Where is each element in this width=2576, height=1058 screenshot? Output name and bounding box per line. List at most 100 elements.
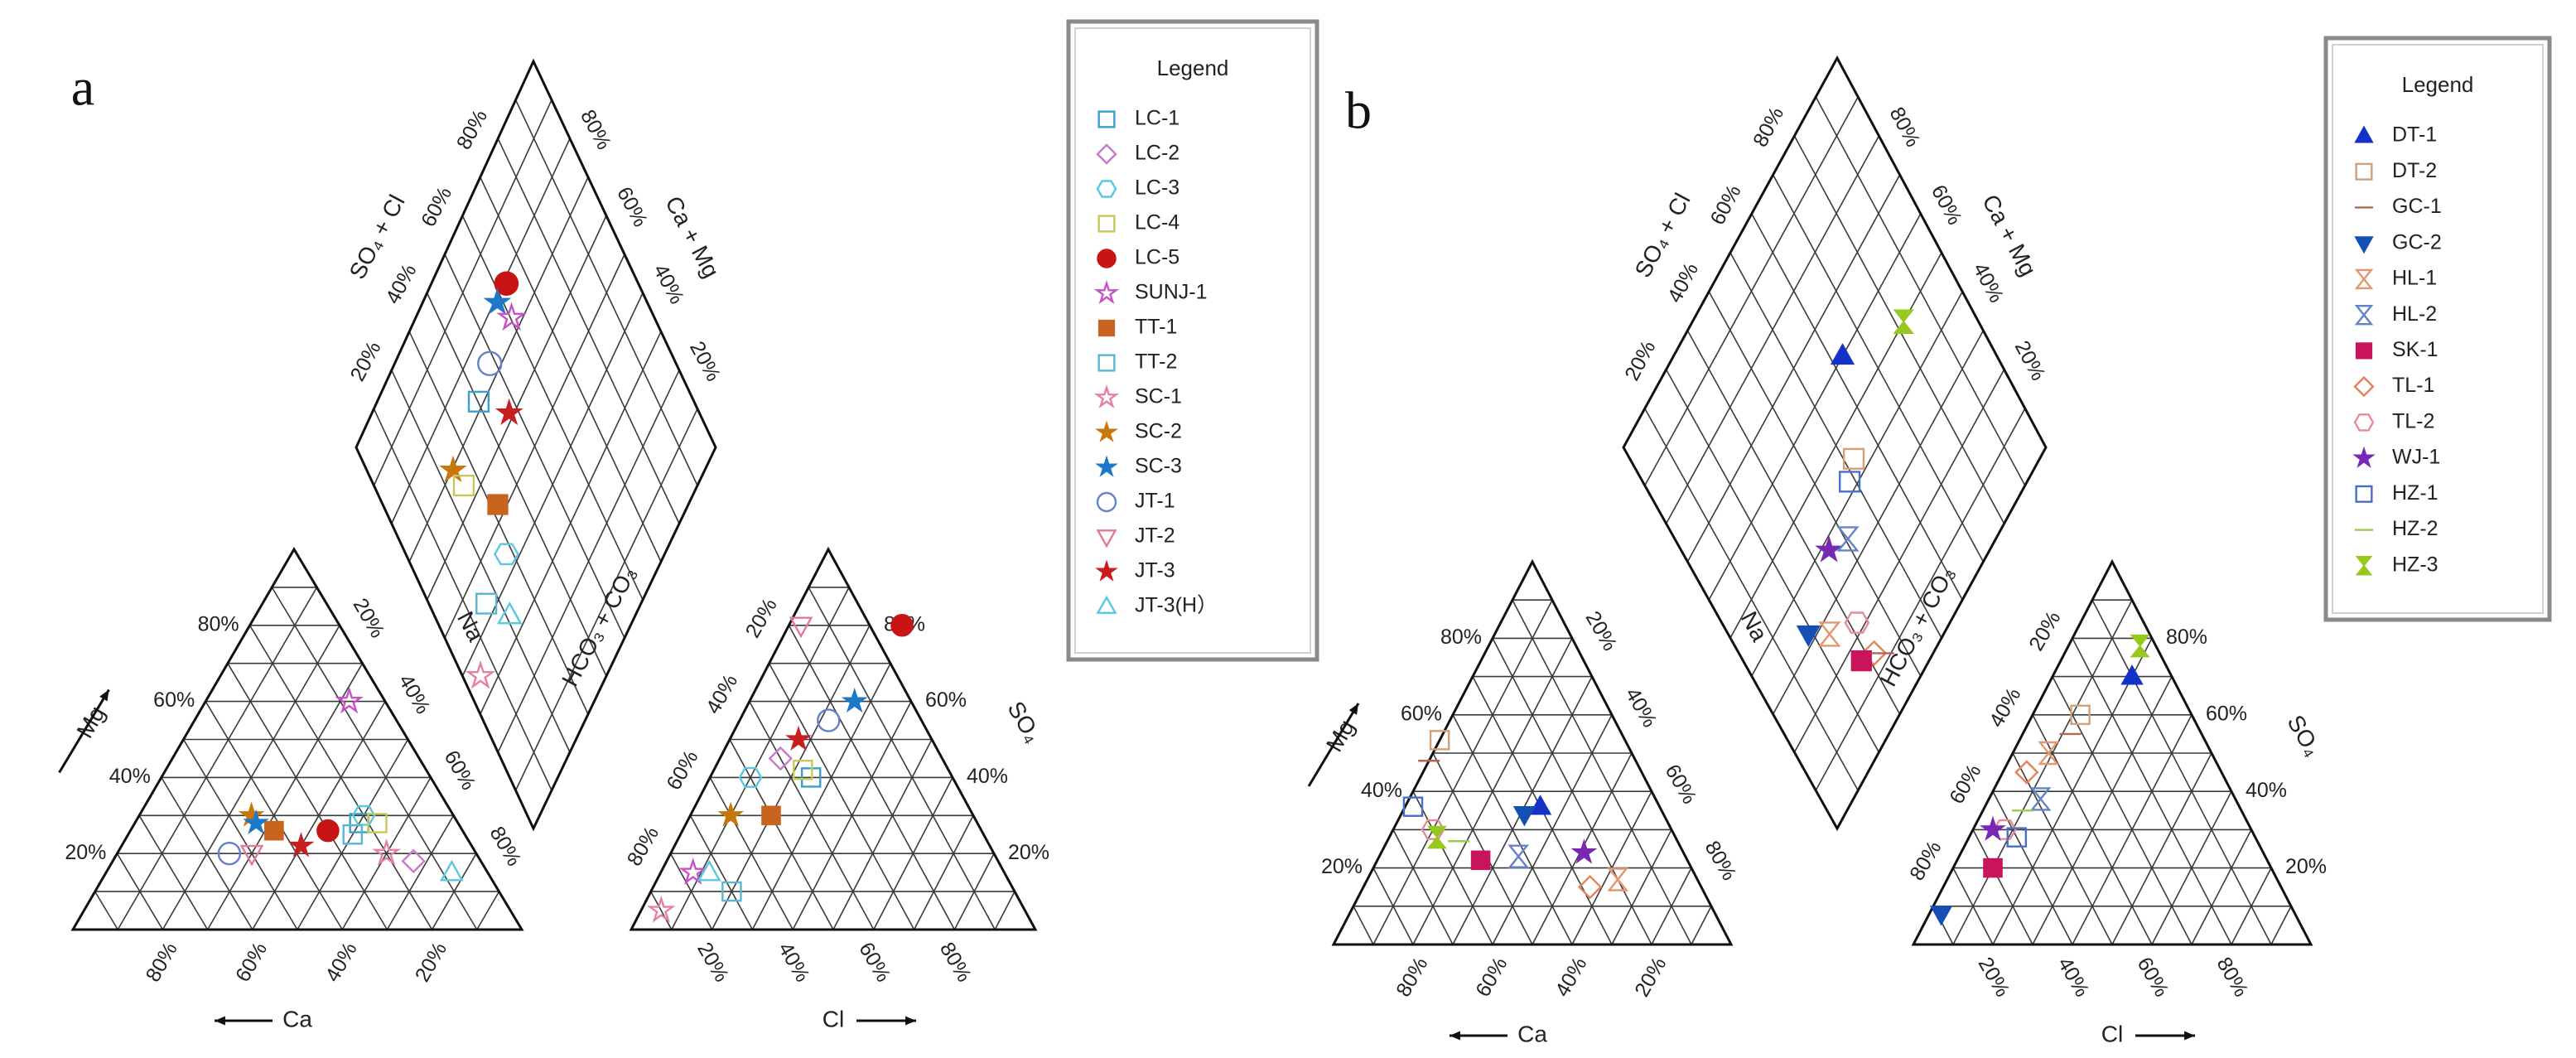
tick-label: 60% bbox=[231, 939, 272, 986]
legend-marker-TL-2 bbox=[2353, 413, 2375, 432]
legend-marker-HZ-1 bbox=[2355, 485, 2373, 503]
data-point-WJ-1 bbox=[1815, 535, 1844, 563]
data-point-HL-1 bbox=[1607, 867, 1629, 891]
diamond-field bbox=[355, 58, 717, 832]
data-point-LC-5 bbox=[494, 271, 519, 296]
tick-label: 40% bbox=[109, 765, 151, 788]
data-point-TT-1 bbox=[487, 494, 509, 515]
piper-panel-a: a20%20%20%20%20%20%20%20%40%40%40%40%40%… bbox=[58, 19, 1319, 1031]
tick-label: 80% bbox=[2166, 626, 2207, 649]
grid-line bbox=[227, 663, 388, 930]
data-point-JT-1 bbox=[477, 350, 503, 376]
grid-line bbox=[1353, 906, 1374, 945]
legend-label: GC-2 bbox=[2392, 230, 2442, 254]
grid-line bbox=[297, 739, 409, 930]
grid-line bbox=[426, 215, 607, 601]
data-point-HZ-3 bbox=[2130, 634, 2150, 658]
tick-label: 40% bbox=[1968, 259, 2008, 307]
grid-line bbox=[386, 814, 455, 930]
data-point-DT-2 bbox=[1842, 447, 1865, 470]
triangle-outline bbox=[70, 547, 524, 931]
legend-marker-WJ-1 bbox=[2352, 446, 2376, 468]
data-point-SC-3 bbox=[841, 687, 868, 713]
grid-line bbox=[913, 814, 974, 930]
tick-label: 40% bbox=[649, 260, 688, 307]
grid-line bbox=[497, 138, 680, 524]
legend-marker-LC-2 bbox=[1096, 143, 1117, 165]
data-point-DT-2 bbox=[2070, 704, 2091, 726]
tick-label: 20% bbox=[65, 841, 106, 864]
tick-label: 20% bbox=[1620, 337, 1660, 384]
data-points bbox=[217, 271, 914, 923]
legend-marker-SUNJ-1 bbox=[1093, 279, 1120, 304]
tick-label: 20% bbox=[349, 594, 389, 641]
data-point-GC-2 bbox=[1930, 906, 1953, 926]
panel-label: b bbox=[1345, 81, 1372, 140]
grid-line bbox=[1665, 135, 1880, 524]
legend-label: LC-1 bbox=[1135, 107, 1179, 130]
grid-line bbox=[2091, 599, 2272, 945]
data-point-SUNJ-1 bbox=[678, 858, 707, 885]
grid-line bbox=[1392, 829, 1454, 945]
grid-line bbox=[1372, 867, 1414, 945]
data-point-LC-4 bbox=[367, 813, 388, 833]
grid-line bbox=[768, 663, 915, 930]
data-point-HZ-3 bbox=[1426, 825, 1447, 849]
grid-line bbox=[808, 587, 996, 930]
data-point-TT-2 bbox=[475, 592, 498, 615]
tick-label: 80% bbox=[1885, 104, 1925, 151]
grid-line bbox=[994, 891, 1015, 930]
grid-line bbox=[391, 138, 571, 524]
data-point-JT-3(H） bbox=[439, 859, 464, 882]
grid-line bbox=[1708, 213, 1922, 601]
tick-label: 60% bbox=[612, 183, 652, 230]
diamond-outline bbox=[355, 58, 717, 832]
triangle-outline bbox=[629, 546, 1038, 931]
legend-label: TT-1 bbox=[1135, 316, 1177, 339]
grid-line bbox=[182, 739, 298, 930]
legend-marker-JT-3 bbox=[1095, 559, 1118, 582]
data-point-TT-1 bbox=[761, 805, 781, 826]
arrow-head bbox=[99, 689, 109, 702]
grid-line bbox=[206, 663, 364, 930]
data-point-TT-2 bbox=[721, 881, 742, 902]
legend-label: LC-4 bbox=[1135, 211, 1179, 234]
legend-marker-LC-1 bbox=[1097, 110, 1116, 128]
legend-marker-JT-1 bbox=[1096, 491, 1117, 513]
tick-label: 40% bbox=[1985, 684, 2025, 731]
data-point-LC-3 bbox=[494, 543, 519, 566]
legend-label: DT-1 bbox=[2392, 123, 2437, 147]
tick-label: 20% bbox=[345, 337, 385, 384]
grid-line bbox=[1644, 96, 1859, 486]
legend-label: DT-2 bbox=[2392, 159, 2437, 182]
tick-label: 20% bbox=[685, 337, 725, 384]
tick-label: 80% bbox=[198, 612, 239, 635]
legend: LegendLC-1LC-2LC-3LC-4LC-5SUNJ-1TT-1TT-2… bbox=[1066, 19, 1319, 662]
legend-marker-TT-1 bbox=[1097, 319, 1116, 337]
legend-label: SK-1 bbox=[2392, 338, 2439, 361]
cation-triangle bbox=[70, 547, 524, 931]
data-point-HL-1 bbox=[1818, 621, 1841, 647]
legend-marker-LC-3 bbox=[1096, 180, 1117, 198]
tick-label: 40% bbox=[702, 670, 742, 717]
grid-line bbox=[2151, 790, 2232, 945]
legend-label: HZ-2 bbox=[2392, 517, 2439, 540]
grid-line bbox=[1432, 752, 1533, 945]
data-point-WJ-1 bbox=[1980, 815, 2006, 841]
anion-triangle bbox=[629, 546, 1038, 931]
grid-line bbox=[1412, 790, 1493, 945]
data-point-JT-2 bbox=[239, 844, 264, 867]
legend-label: LC-5 bbox=[1135, 246, 1179, 269]
tick-label: 60% bbox=[1705, 181, 1745, 229]
legend-inner bbox=[2332, 44, 2544, 614]
tick-label: 80% bbox=[576, 106, 615, 153]
grid-line bbox=[2012, 752, 2113, 945]
tick-label: 80% bbox=[142, 939, 182, 986]
axis-label-na: Na bbox=[1736, 607, 1773, 646]
tick-label: 60% bbox=[1945, 761, 1985, 808]
data-point-GC-2 bbox=[1512, 806, 1536, 827]
data-point-LC-1 bbox=[467, 390, 490, 413]
legend-title: Legend bbox=[1157, 56, 1229, 80]
tick-label: 40% bbox=[321, 939, 361, 986]
grid-line bbox=[444, 254, 625, 639]
